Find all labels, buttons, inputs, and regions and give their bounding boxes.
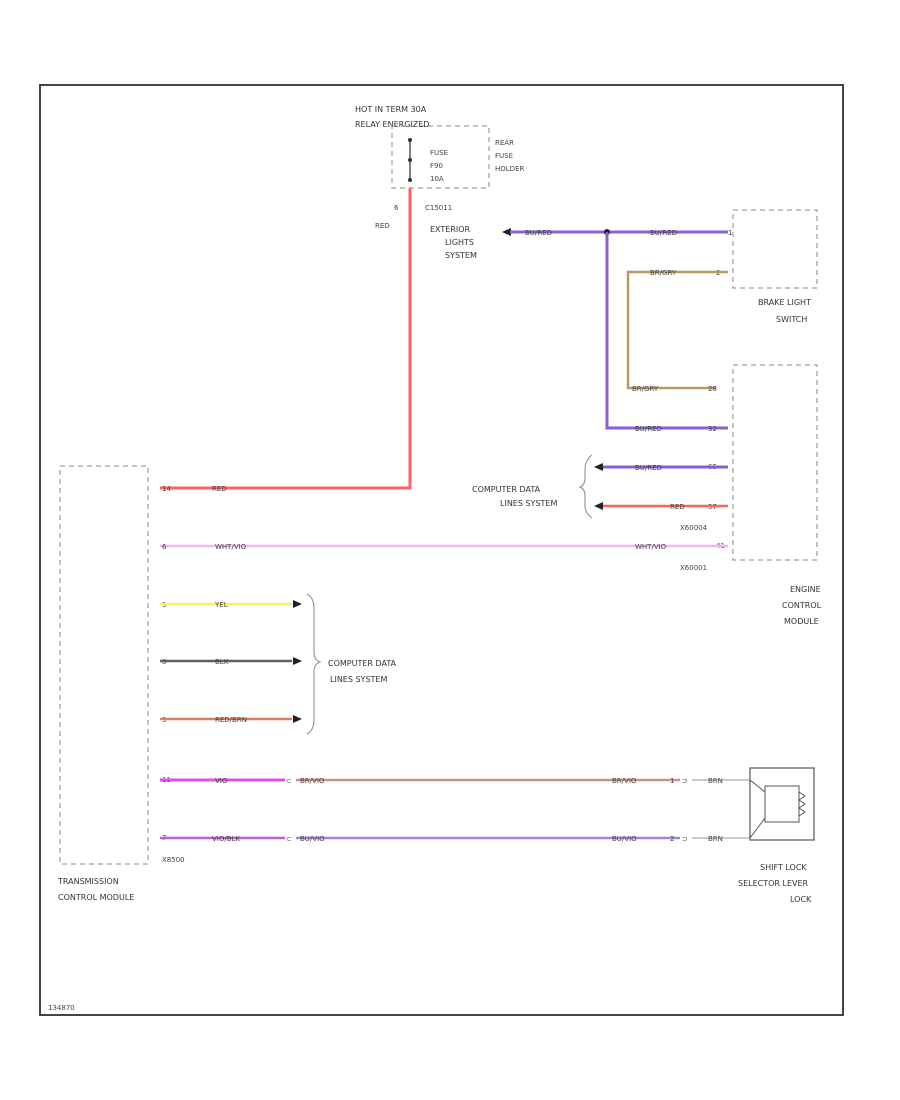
- tcm-label-line2: CONTROL MODULE: [58, 893, 134, 902]
- blk-arrow: [293, 657, 302, 665]
- shift-lock-line1: SHIFT LOCK: [760, 863, 807, 872]
- cdl-top-bracket: [578, 454, 593, 519]
- footer-code: 134870: [48, 1004, 75, 1012]
- cdl-left-line1: COMPUTER DATA: [328, 659, 397, 668]
- fuse-symbol: [408, 138, 412, 182]
- cdl-top-line1: COMPUTER DATA: [472, 485, 541, 494]
- br-gry-wire: [626, 270, 728, 390]
- holder-label-line1: REAR: [495, 139, 514, 147]
- red-brn-label: RED/BRN: [215, 716, 247, 724]
- bu-red-wire-ecm: [605, 232, 728, 430]
- red-ecm-label: RED: [670, 503, 685, 511]
- tcm-label-line1: TRANSMISSION: [57, 877, 119, 886]
- shift-lock-solenoid: [749, 767, 815, 841]
- brake-switch-line2: SWITCH: [776, 315, 807, 324]
- vio-connector-mark: ⊂: [286, 777, 292, 785]
- ecm-label-line1: ENGINE: [790, 585, 821, 594]
- bu-vio-label-2: BU/VIO: [612, 835, 637, 843]
- ecm-label-line2: CONTROL: [782, 601, 822, 610]
- bu-vio-connector-mark: ⊃: [682, 835, 688, 843]
- vio-blk-label: VIO/BLK: [212, 835, 240, 843]
- shift-lock-line2: SELECTOR LEVER: [738, 879, 809, 888]
- brake-pin-top: 1: [728, 229, 732, 237]
- exterior-lights-arrow: [502, 228, 511, 236]
- cdl-arrow-top-2: [594, 502, 603, 510]
- bu-red-label-4: BU/RED: [635, 464, 662, 472]
- fuse-label-line3: 10A: [430, 175, 444, 183]
- wht-vio-label-1: WHT/VIO: [215, 543, 247, 551]
- brn-label-1: BRN: [708, 777, 723, 785]
- tcm-pin-2: 6: [162, 543, 167, 551]
- red-wire-tcm-label: RED: [212, 485, 227, 493]
- shift-lock-pin-1: 1: [670, 777, 674, 785]
- power-label-line1: HOT IN TERM 30A: [355, 105, 427, 114]
- yel-arrow: [293, 600, 302, 608]
- br-vio-label-1: BR/VIO: [300, 777, 325, 785]
- bu-red-label-1: BU/RED: [525, 229, 552, 237]
- diagram-frame: [39, 84, 844, 1016]
- power-pin: 6: [394, 204, 399, 212]
- fuse-label-line1: FUSE: [430, 149, 448, 157]
- tcm-connector: X8500: [162, 856, 185, 864]
- holder-label-line3: HOLDER: [495, 165, 524, 173]
- br-vio-label-2: BR/VIO: [612, 777, 637, 785]
- ecm-pin-2: 32: [708, 425, 717, 433]
- transmission-control-module-box: [59, 465, 149, 865]
- br-gry-label-1: BR/GRY: [650, 269, 677, 277]
- shift-lock-pin-2: 2: [670, 835, 674, 843]
- cdl-left-line2: LINES SYSTEM: [330, 675, 387, 684]
- brake-switch-line1: BRAKE LIGHT: [758, 298, 811, 307]
- exterior-lights-line3: SYSTEM: [445, 251, 477, 260]
- vio-label: VIO: [215, 777, 228, 785]
- shift-lock-line3: LOCK: [790, 895, 812, 904]
- bu-red-label-3: BU/RED: [635, 425, 662, 433]
- fuse-holder-box: [391, 125, 490, 189]
- cdl-left-bracket: [306, 593, 322, 735]
- power-label-line2: RELAY ENERGIZED: [355, 120, 429, 129]
- bu-vio-label-1: BU/VIO: [300, 835, 325, 843]
- ecm-pin-1: 28: [708, 385, 717, 393]
- blk-label: BLK: [215, 658, 229, 666]
- yel-label: YEL: [214, 601, 228, 609]
- holder-label-line2: FUSE: [495, 152, 513, 160]
- exterior-lights-line1: EXTERIOR: [430, 225, 471, 234]
- br-vio-connector-mark: ⊃: [682, 777, 688, 785]
- power-connector: C15011: [425, 204, 452, 212]
- br-gry-label-2: BR/GRY: [632, 385, 659, 393]
- exterior-lights-line2: LIGHTS: [445, 238, 474, 247]
- brn-label-2: BRN: [708, 835, 723, 843]
- tcm-pin-1: 14: [162, 485, 171, 493]
- power-wire-color: RED: [375, 222, 390, 230]
- ecm-connector-b: X60001: [680, 564, 707, 572]
- brake-light-switch-box: [732, 209, 818, 289]
- ecm-label-line3: MODULE: [784, 617, 819, 626]
- cdl-top-line2: LINES SYSTEM: [500, 499, 557, 508]
- wht-vio-label-2: WHT/VIO: [635, 543, 667, 551]
- engine-control-module-box: [732, 364, 818, 561]
- cdl-arrow-top-1: [594, 463, 603, 471]
- vio-blk-connector-mark: ⊂: [286, 835, 292, 843]
- ecm-connector-a: X60004: [680, 524, 708, 532]
- red-brn-arrow: [293, 715, 302, 723]
- bu-red-label-2: BU/RED: [650, 229, 677, 237]
- red-feed-wire: [160, 188, 412, 490]
- fuse-label-line2: F90: [430, 162, 443, 170]
